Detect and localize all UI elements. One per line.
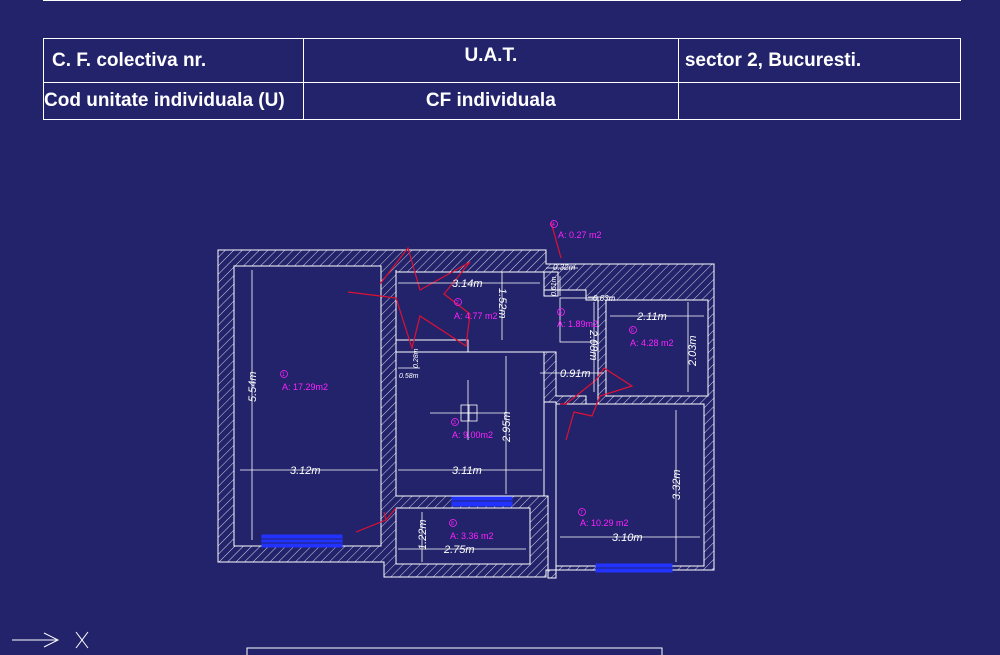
top-border-line [43,0,961,2]
room-8-area: A: 3.36 m2 [450,531,494,541]
dim-2-08: 2.08m [587,329,599,361]
ucs-axis-icon [12,631,89,649]
dim-0-58: 0.58m [399,373,419,380]
room-1-outline [233,265,382,547]
room-8-outline [395,507,531,565]
dim-3-12: 3.12m [290,465,321,477]
room-6-area: A: 4.28 m2 [630,338,674,348]
room-8-number: 8 [451,521,454,527]
room-7-area: A: 10.29 m2 [580,518,629,528]
dim-2-75: 2.75m [443,544,475,556]
dim-5-54: 5.54m [247,371,259,402]
dim-2-95: 2.95m [501,411,513,443]
room-7-number: 7 [580,510,583,516]
room-2-area: A: 4.77 m2 [454,311,498,321]
room-5-number: 5 [559,310,562,316]
cf-colectiva-label: C. F. colectiva nr. [43,38,304,83]
room-1-area: A: 17.29m2 [282,382,328,392]
room-3-area: A: 9.00m2 [452,430,493,440]
dim-2-03: 2.03m [687,335,699,367]
room-3-number: 3 [453,420,456,426]
dimension-labels: 5.54m 3.12m 3.14m 1.52m 0.32m 0.61m 0.63… [247,263,699,556]
title-row-2: Cod unitate individuala (U) CF individua… [43,82,962,120]
dim-3-14: 3.14m [452,278,483,290]
room-5-area: A: 1.89m2 [557,319,598,329]
section-markers [347,221,634,533]
uat-label: U.A.T. [302,38,679,83]
sector-label: sector 2, Bucuresti. [677,38,962,83]
cf-individuala-label: CF individuala [302,82,679,120]
empty-cell [677,82,962,120]
title-block-table: C. F. colectiva nr. U.A.T. sector 2, Buc… [43,38,962,120]
room-6-number: 6 [631,328,634,334]
room-7-outline [555,403,705,567]
dim-3-11: 3.11m [452,465,482,477]
room-4-outline [543,271,559,297]
room-2-number: 2 [456,300,459,306]
room-labels [280,220,637,527]
room-4-area: A: 0.27 m2 [558,230,602,240]
room-1-number: 1 [282,372,285,378]
dim-1-52: 1.52m [496,288,508,319]
dim-3-10: 3.10m [612,532,643,544]
dim-0-91: 0.91m [560,368,591,380]
cod-unitate-label: Cod unitate individuala (U) [43,82,304,120]
dim-0-63: 0.63m [593,294,616,303]
dim-0-28: 0.28m [413,348,420,368]
room-3-outline [395,351,545,497]
room-4-number: 4 [552,222,555,228]
dim-3-32: 3.32m [671,469,683,500]
dim-1-22: 1.22m [417,519,429,550]
dim-0-32: 0.32m [553,263,576,272]
window-room-1 [261,534,343,548]
bottom-frame [246,647,663,655]
room-5-outline [559,297,599,343]
dimension-lines [240,267,704,562]
title-row-1: C. F. colectiva nr. U.A.T. sector 2, Buc… [43,38,962,83]
dim-2-11: 2.11m [636,311,667,323]
dim-0-61: 0.61m [551,276,558,296]
